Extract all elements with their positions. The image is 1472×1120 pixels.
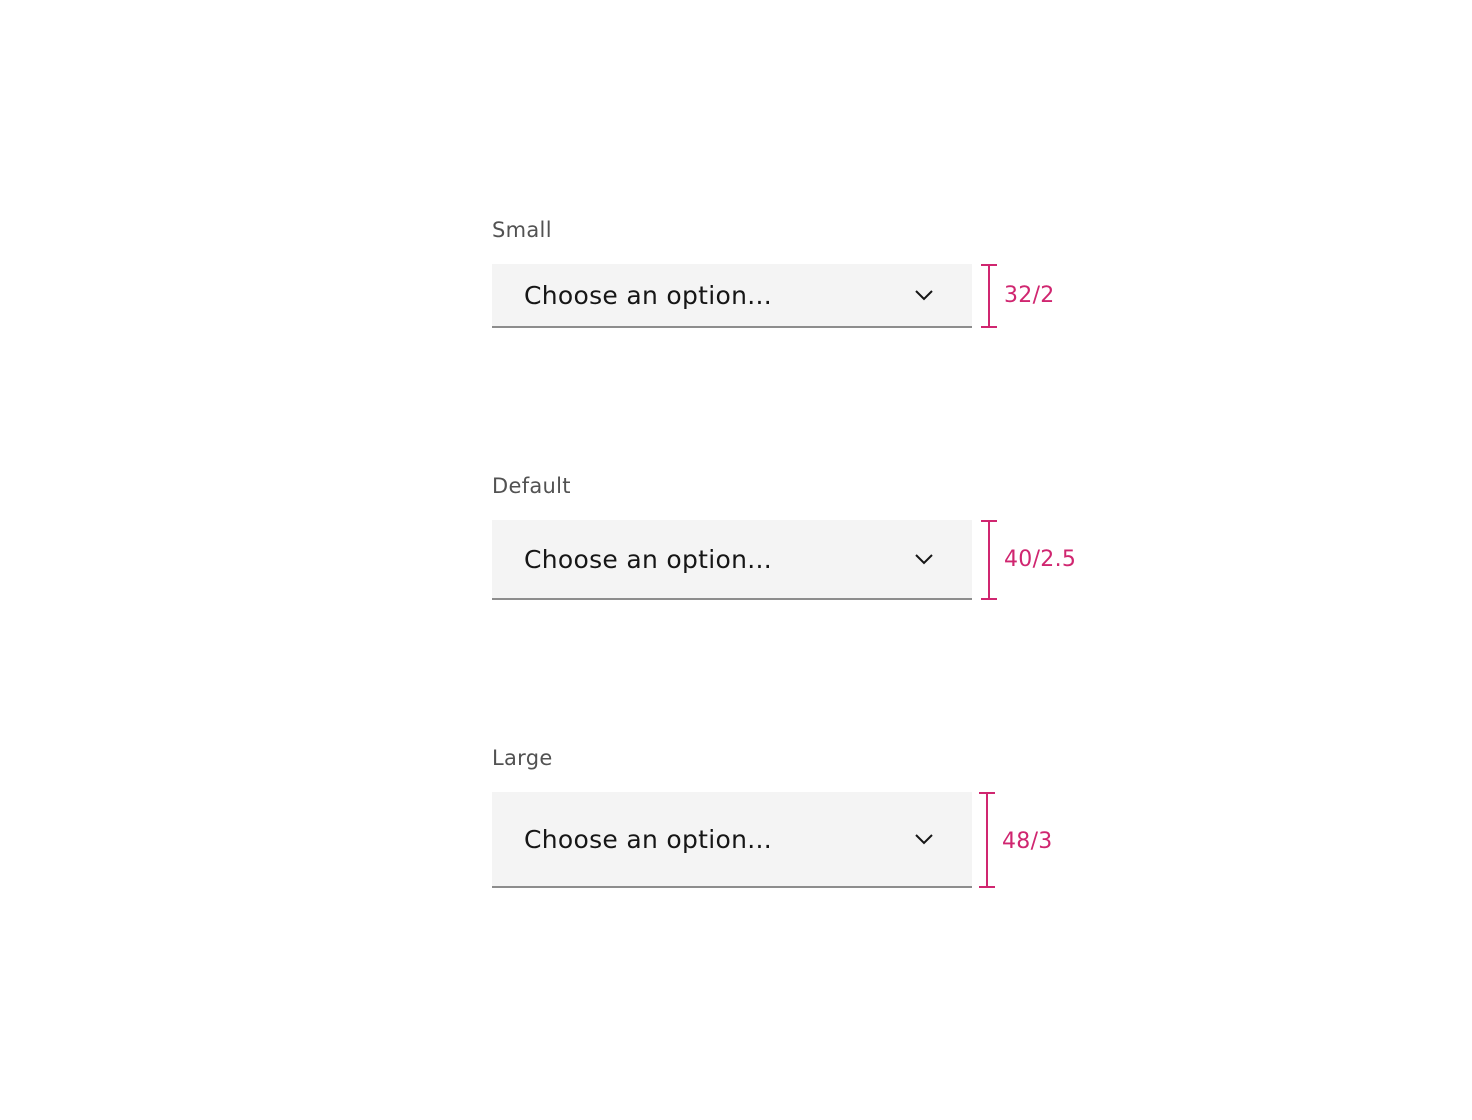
default-height-marker	[981, 520, 997, 600]
large-dropdown-value: Choose an option...	[524, 824, 772, 854]
large-dropdown[interactable]: Choose an option...	[492, 792, 972, 888]
small-dropdown-value: Choose an option...	[524, 280, 772, 310]
large-height-marker	[979, 792, 995, 888]
small-dropdown[interactable]: Choose an option...	[492, 264, 972, 328]
default-dropdown[interactable]: Choose an option...	[492, 520, 972, 600]
chevron-down-icon	[912, 547, 936, 571]
default-label: Default	[492, 474, 571, 498]
small-label: Small	[492, 218, 552, 242]
chevron-down-icon	[912, 827, 936, 851]
chevron-down-icon	[912, 283, 936, 307]
small-height-annotation: 32/2	[1004, 283, 1055, 308]
small-height-marker	[981, 264, 997, 328]
large-height-annotation: 48/3	[1002, 829, 1053, 854]
default-height-annotation: 40/2.5	[1004, 547, 1077, 572]
default-dropdown-value: Choose an option...	[524, 544, 772, 574]
large-label: Large	[492, 746, 553, 770]
